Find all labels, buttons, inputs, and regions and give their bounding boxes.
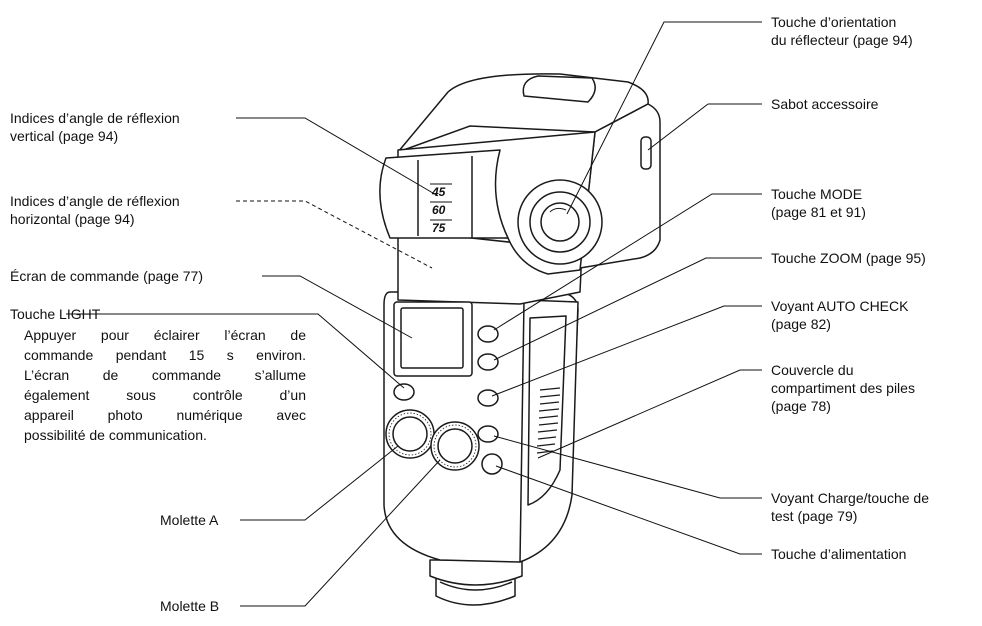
light-button [393,383,415,401]
label-battery-cover: Couvercle du compartiment des piles (pag… [771,362,915,414]
scale-mark-1: 45 [431,185,446,199]
battery-cover-outline [527,315,567,506]
bounce-drum [379,149,509,239]
label-charge-test: Voyant Charge/touche de test (page 79) [771,490,930,524]
dial-b-inner [437,428,473,464]
accessory-shoe [640,136,652,170]
orientation-button [540,202,580,242]
charge-test-button [477,425,499,443]
label-accessory-shoe: Sabot accessoire [771,96,879,112]
scale-mark-3: 75 [432,221,446,235]
label-mode-button: Touche MODE (page 81 et 91) [771,186,866,220]
label-reflector-orientation: Touche d’orientation du réflecteur (page… [771,14,913,48]
label-dial-b: Molette B [160,598,220,614]
label-power-button: Touche d’alimentation [771,546,907,562]
auto-check-lamp [477,389,499,407]
head-top-lens [522,75,596,103]
scale-mark-2: 60 [432,203,446,217]
label-control-panel: Écran de commande (page 77) [10,268,203,284]
label-auto-check: Voyant AUTO CHECK (page 82) [771,298,909,332]
vent-grill [536,387,561,454]
label-light-button: Touche LIGHT [10,306,101,322]
leader-lines [66,21,762,607]
light-button-description: Appuyer pour éclairer l’écran de command… [24,327,306,443]
zoom-button [477,353,499,371]
label-horizontal-bounce: Indices d’angle de réflexion horizontal … [10,193,180,227]
label-vertical-bounce: Indices d’angle de réflexion vertical (p… [10,110,180,144]
control-panel-screen [400,307,464,369]
dial-a-inner [392,416,428,452]
label-zoom-button: Touche ZOOM (page 95) [771,250,926,266]
power-button [481,453,503,475]
foot-base [429,559,523,586]
foot-ring [439,581,513,591]
mode-button [477,325,499,343]
label-dial-a: Molette A [160,512,219,528]
